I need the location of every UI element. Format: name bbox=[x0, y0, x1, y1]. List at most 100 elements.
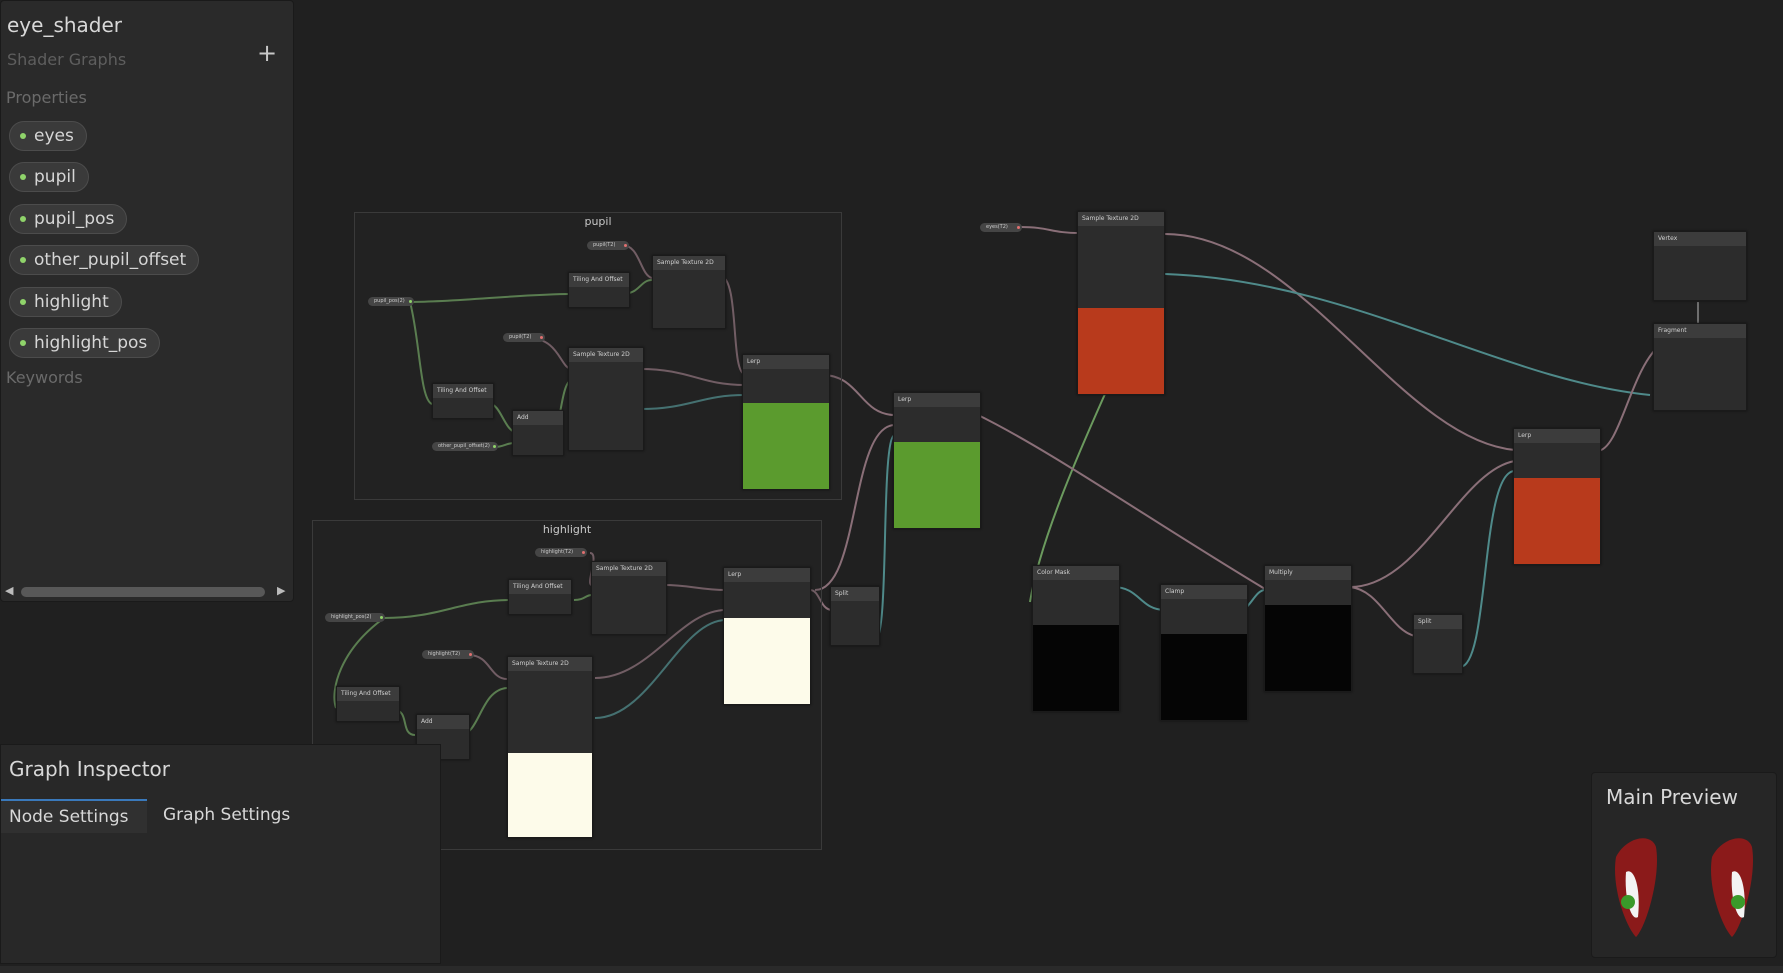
node-title: Lerp bbox=[724, 568, 810, 582]
master-vertex[interactable]: Vertex bbox=[1653, 231, 1747, 301]
node-lerp[interactable]: Lerp bbox=[1513, 428, 1601, 565]
node-preview bbox=[508, 753, 592, 837]
vector-dot-icon bbox=[20, 257, 26, 263]
node-split[interactable]: Split bbox=[1413, 614, 1463, 674]
scroll-left-icon[interactable]: ◀ bbox=[5, 584, 14, 597]
vector-dot-icon bbox=[20, 340, 26, 346]
node-title: Split bbox=[1414, 615, 1462, 629]
node-sample-texture[interactable]: Sample Texture 2D bbox=[568, 347, 644, 451]
node-preview bbox=[894, 442, 980, 528]
node-add[interactable]: Add bbox=[416, 714, 470, 760]
vector-dot-icon bbox=[20, 133, 26, 139]
node-preview bbox=[1078, 308, 1164, 394]
property-highlight[interactable]: highlight bbox=[9, 287, 122, 317]
node-tiling-offset[interactable]: Tiling And Offset bbox=[336, 686, 400, 722]
preview-viewport[interactable] bbox=[1596, 827, 1772, 951]
node-sample-texture[interactable]: Sample Texture 2D bbox=[652, 255, 726, 329]
bottom-bar bbox=[0, 966, 1783, 973]
property-name: pupil_pos bbox=[34, 209, 115, 229]
tab-node-settings[interactable]: Node Settings bbox=[1, 799, 147, 833]
node-title: Clamp bbox=[1161, 585, 1247, 599]
node-title: Tiling And Offset bbox=[569, 273, 629, 287]
node-title: Tiling And Offset bbox=[337, 687, 399, 701]
property-node-highlight[interactable]: highlight(T2) bbox=[535, 548, 587, 557]
node-preview bbox=[1265, 605, 1351, 691]
property-node-pupil[interactable]: pupil(T2) bbox=[587, 241, 629, 250]
main-preview-panel: Main Preview bbox=[1591, 772, 1777, 958]
group-title: pupil bbox=[584, 215, 612, 228]
add-property-button[interactable]: + bbox=[257, 39, 278, 67]
node-title: Lerp bbox=[1514, 429, 1600, 443]
property-node-eyes[interactable]: eyes(T2) bbox=[980, 223, 1022, 232]
property-name: highlight bbox=[34, 292, 109, 312]
property-name: other_pupil_offset bbox=[34, 250, 187, 270]
node-title: Add bbox=[417, 715, 469, 729]
property-name: highlight_pos bbox=[34, 333, 148, 353]
node-lerp[interactable]: Lerp bbox=[742, 354, 830, 490]
node-multiply[interactable]: Multiply bbox=[1264, 565, 1352, 692]
node-lerp[interactable]: Lerp bbox=[723, 567, 811, 705]
node-title: Tiling And Offset bbox=[433, 384, 493, 398]
scrollbar-thumb[interactable] bbox=[21, 587, 265, 597]
node-tiling-offset[interactable]: Tiling And Offset bbox=[432, 383, 494, 419]
property-eyes[interactable]: eyes bbox=[9, 121, 87, 151]
node-title: Sample Texture 2D bbox=[592, 562, 666, 576]
node-color-mask[interactable]: Color Mask bbox=[1032, 565, 1120, 712]
horizontal-scrollbar[interactable]: ◀ ▶ bbox=[5, 584, 287, 598]
vector-dot-icon bbox=[20, 174, 26, 180]
keywords-header: Keywords bbox=[6, 368, 83, 387]
property-node-highlight-pos[interactable]: highlight_pos(2) bbox=[325, 613, 385, 622]
preview-render bbox=[1615, 838, 1753, 937]
property-other-pupil-offset[interactable]: other_pupil_offset bbox=[9, 245, 200, 275]
node-title: Color Mask bbox=[1033, 566, 1119, 580]
node-title: Add bbox=[513, 411, 563, 425]
node-preview bbox=[1033, 625, 1119, 711]
node-title: Sample Texture 2D bbox=[1078, 212, 1164, 226]
node-tiling-offset[interactable]: Tiling And Offset bbox=[508, 579, 572, 615]
node-title: Split bbox=[831, 587, 879, 601]
node-clamp[interactable]: Clamp bbox=[1160, 584, 1248, 721]
node-preview bbox=[1161, 634, 1247, 720]
node-preview bbox=[724, 618, 810, 704]
node-title: Fragment bbox=[1654, 324, 1746, 338]
tab-graph-settings[interactable]: Graph Settings bbox=[163, 805, 291, 825]
node-title: Vertex bbox=[1654, 232, 1746, 246]
node-sample-texture[interactable]: Sample Texture 2D bbox=[1077, 211, 1165, 395]
node-title: Sample Texture 2D bbox=[569, 348, 643, 362]
node-title: Multiply bbox=[1265, 566, 1351, 580]
node-title: Lerp bbox=[743, 355, 829, 369]
main-preview-title: Main Preview bbox=[1606, 785, 1738, 809]
property-name: pupil bbox=[34, 167, 76, 187]
node-sample-texture[interactable]: Sample Texture 2D bbox=[591, 561, 667, 635]
node-preview bbox=[743, 403, 829, 489]
group-title: highlight bbox=[542, 523, 592, 536]
property-node-pupil-pos[interactable]: pupil_pos(2) bbox=[368, 297, 414, 306]
node-title: Tiling And Offset bbox=[509, 580, 571, 594]
node-preview bbox=[1514, 478, 1600, 564]
node-sample-texture[interactable]: Sample Texture 2D bbox=[507, 656, 593, 838]
scroll-right-icon[interactable]: ▶ bbox=[277, 584, 286, 597]
vector-dot-icon bbox=[20, 216, 26, 222]
blackboard-panel: eye_shader Shader Graphs + Properties ey… bbox=[0, 0, 294, 602]
property-node-highlight-2[interactable]: highlight(T2) bbox=[422, 650, 474, 659]
properties-header: Properties bbox=[6, 88, 87, 107]
graph-title: eye_shader bbox=[7, 13, 123, 37]
property-pupil-pos[interactable]: pupil_pos bbox=[9, 204, 128, 234]
graph-inspector-panel: Graph Inspector Node Settings Graph Sett… bbox=[0, 744, 441, 964]
node-lerp[interactable]: Lerp bbox=[893, 392, 981, 529]
property-highlight-pos[interactable]: highlight_pos bbox=[9, 328, 161, 358]
property-pupil[interactable]: pupil bbox=[9, 162, 89, 192]
master-fragment[interactable]: Fragment bbox=[1653, 323, 1747, 411]
node-tiling-offset[interactable]: Tiling And Offset bbox=[568, 272, 630, 308]
graph-path: Shader Graphs bbox=[7, 50, 127, 69]
property-node-other-pupil-offset[interactable]: other_pupil_offset(2) bbox=[432, 442, 498, 451]
inspector-title: Graph Inspector bbox=[9, 757, 170, 781]
node-split[interactable]: Split bbox=[830, 586, 880, 646]
node-title: Sample Texture 2D bbox=[508, 657, 592, 671]
property-name: eyes bbox=[34, 126, 74, 146]
property-node-pupil-2[interactable]: pupil(T2) bbox=[503, 333, 545, 342]
node-title: Sample Texture 2D bbox=[653, 256, 725, 270]
node-title: Lerp bbox=[894, 393, 980, 407]
node-add[interactable]: Add bbox=[512, 410, 564, 456]
vector-dot-icon bbox=[20, 299, 26, 305]
